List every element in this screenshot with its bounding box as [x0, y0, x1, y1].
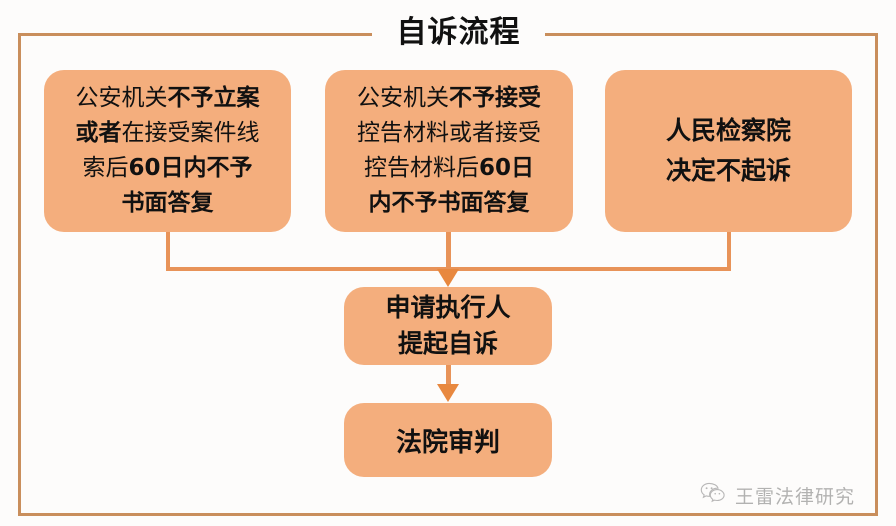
- connector-stub-left: [166, 232, 170, 271]
- frame-bottom-segment: [18, 513, 878, 516]
- page-title: 自诉流程: [372, 10, 545, 56]
- frame-left-segment: [18, 33, 21, 516]
- flow-node-procuratorate-no-prosecution: 人民检察院决定不起诉: [605, 70, 852, 232]
- wechat-icon: [700, 482, 726, 508]
- arrow-to-private-prosecution: [437, 269, 459, 287]
- frame-top-left-segment: [18, 33, 372, 36]
- connector-stub-right: [727, 232, 731, 271]
- frame-top-right-segment: [545, 33, 878, 36]
- flow-node-police-no-case: 公安机关不予立案或者在接受案件线索后60日内不予书面答复: [44, 70, 291, 232]
- flow-node-procuratorate-no-prosecution-text: 人民检察院决定不起诉: [665, 116, 791, 185]
- flow-node-private-prosecution: 申请执行人提起自诉: [344, 287, 552, 365]
- flow-node-court-trial: 法院审判: [344, 403, 552, 477]
- flow-node-police-no-case-text: 公安机关不予立案或者在接受案件线索后60日内不予书面答复: [75, 85, 260, 216]
- flow-node-police-no-accept: 公安机关不予接受控告材料或者接受控告材料后60日内不予书面答复: [325, 70, 573, 232]
- arrow-to-court-trial: [437, 384, 459, 402]
- frame-right-segment: [875, 33, 878, 516]
- flow-node-court-trial-text: 法院审判: [395, 427, 500, 458]
- flow-node-private-prosecution-text: 申请执行人提起自诉: [385, 293, 511, 358]
- connector-center-vertical: [446, 232, 451, 270]
- connector-middle-vertical: [446, 365, 451, 385]
- flow-node-police-no-accept-text: 公安机关不予接受控告材料或者接受控告材料后60日内不予书面答复: [357, 85, 541, 216]
- watermark-label: 王雷法律研究: [735, 485, 856, 508]
- watermark: 王雷法律研究: [700, 481, 868, 509]
